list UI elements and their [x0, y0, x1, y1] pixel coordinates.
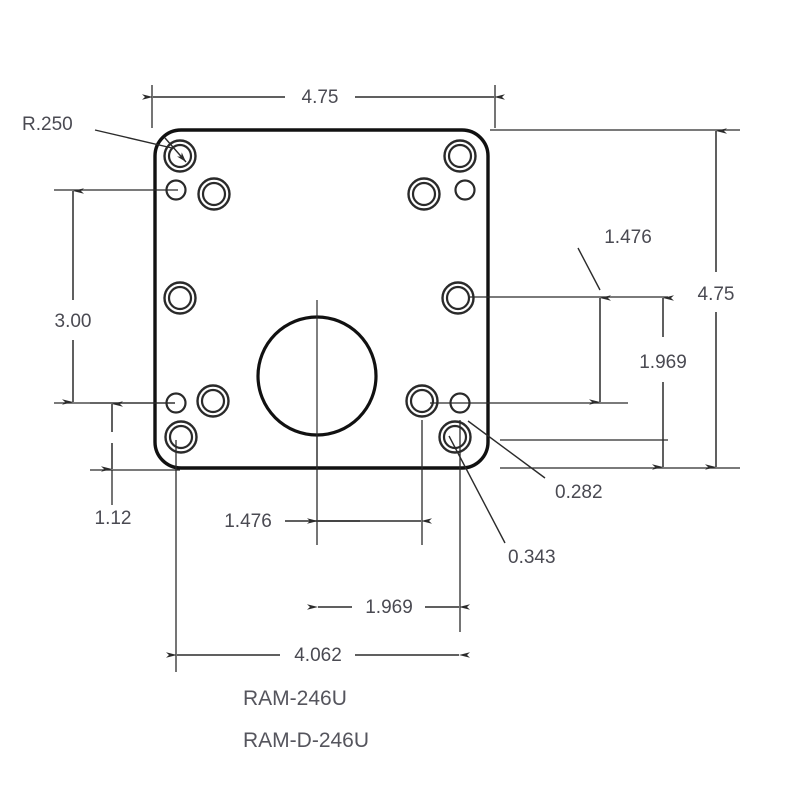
- leader-hole-dia-343: 0.343: [448, 435, 556, 568]
- dim-label-v-1476: 1.476: [604, 227, 652, 248]
- counterbore-hole-bot-right-inner: [442, 424, 468, 450]
- hole-cluster-bottom-left: [164, 384, 230, 454]
- counterbore-hole-mid-left-inner: [167, 285, 193, 311]
- leader-line-r250: [94, 129, 173, 149]
- dimension-height-300: 3.00: [54, 188, 178, 405]
- counterbore-hole-mid-right-inner: [445, 285, 471, 311]
- counterbore-hole-bot-left2-outer: [196, 384, 230, 418]
- counterbore-hole-bot-right2-inner: [409, 388, 435, 414]
- part-number-block: RAM-246U RAM-D-246U: [243, 687, 369, 752]
- dim-label-hole-343: 0.343: [508, 547, 556, 568]
- hole-middle-right: [441, 281, 475, 315]
- leader-corner-radius: R.250: [22, 114, 187, 163]
- leader-line-343: [448, 435, 506, 544]
- plate-outline-group: [153, 128, 490, 470]
- dimension-height-112: 1.12: [90, 401, 180, 529]
- dim-label-height-300: 3.00: [55, 311, 92, 332]
- counterbore-hole-top-right2-outer: [407, 177, 441, 211]
- hole-cluster-top-right: [407, 139, 477, 211]
- dim-label-hole-282: 0.282: [555, 482, 603, 503]
- counterbore-hole-mid-right-outer: [441, 281, 475, 315]
- counterbore-hole-bot-right-outer: [438, 420, 472, 454]
- dim-label-v-1969: 1.969: [639, 352, 687, 373]
- leader-line-282: [467, 420, 546, 479]
- dim-label-width-top: 4.75: [302, 87, 339, 108]
- dim-label-h-1969: 1.969: [365, 597, 413, 618]
- counterbore-hole-top-left-inner: [167, 143, 193, 169]
- counterbore-hole-bot-left2-inner: [200, 388, 226, 414]
- counterbore-hole-top-left-outer: [163, 139, 197, 173]
- counterbore-hole-top-right-inner: [447, 143, 473, 169]
- dimension-width-top: 4.75: [142, 85, 505, 128]
- leader-arrow-r250: [164, 137, 187, 163]
- leader-hole-dia-282: 0.282: [467, 420, 603, 503]
- hole-middle-left: [163, 281, 197, 315]
- counterbore-hole-bot-left-outer: [164, 420, 198, 454]
- dimension-h-1969: 1.969: [307, 420, 470, 632]
- hole-cluster-top-left: [163, 139, 231, 211]
- dimension-height-right: 4.75: [490, 128, 740, 470]
- dimension-v-1969: 1.969: [500, 295, 687, 470]
- counterbore-hole-top-left2-inner: [201, 181, 227, 207]
- counterbore-hole-top-left2-outer: [197, 177, 231, 211]
- part-number-primary: RAM-246U: [243, 687, 347, 710]
- dim-label-h-1476: 1.476: [224, 511, 272, 532]
- counterbore-hole-mid-left-outer: [163, 281, 197, 315]
- dim-label-height-right: 4.75: [698, 284, 735, 305]
- part-number-secondary: RAM-D-246U: [243, 729, 369, 752]
- dimension-bolt-span-4062: 4.062: [166, 440, 470, 672]
- small-hole-top-right: [454, 179, 476, 201]
- dim-label-bolt-span-4062: 4.062: [294, 645, 342, 666]
- plate-outline: [153, 128, 490, 470]
- leader-line-v1476: [577, 247, 601, 291]
- counterbore-hole-top-right-outer: [443, 139, 477, 173]
- dim-label-corner-radius: R.250: [22, 114, 73, 135]
- dimension-h-1476: 1.476: [224, 420, 432, 545]
- counterbore-hole-bot-left-inner: [168, 424, 194, 450]
- dimension-v-1476: 1.476: [430, 227, 668, 405]
- dim-label-height-112: 1.12: [95, 508, 132, 529]
- counterbore-hole-top-right2-inner: [411, 181, 437, 207]
- counterbore-hole-bot-right2-outer: [405, 384, 439, 418]
- hole-cluster-bottom-right: [405, 384, 472, 454]
